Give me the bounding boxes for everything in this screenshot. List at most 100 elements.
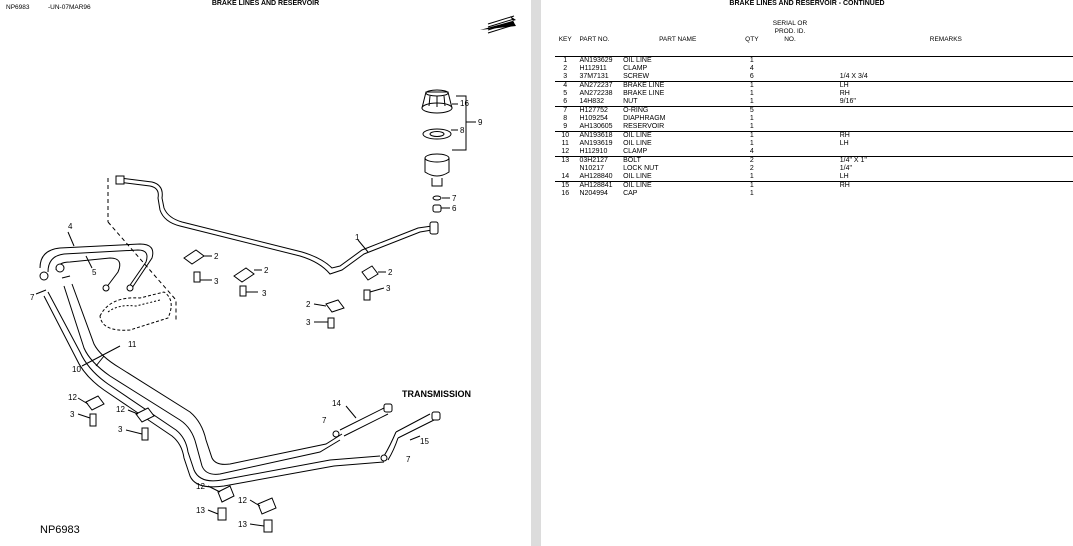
row-part-no: H112911 — [579, 65, 607, 72]
page-title-right: BRAKE LINES AND RESERVOIR - CONTINUED — [729, 0, 885, 7]
col-header-remarks: REMARKS — [929, 36, 962, 43]
col-header-qty: QTY — [745, 36, 759, 43]
row-part-name: OIL LINE — [621, 56, 734, 65]
reservoir-assembly — [421, 89, 453, 213]
callout: 8 — [460, 126, 465, 135]
row-key: 14 — [561, 173, 570, 180]
callout: 6 — [452, 204, 457, 213]
callout: 2 — [214, 252, 219, 261]
row-serial — [770, 56, 810, 65]
callout: 7 — [406, 455, 411, 464]
callout: 10 — [72, 365, 81, 374]
row-serial — [770, 90, 810, 98]
row-remarks — [810, 65, 1073, 73]
figure-number: NP6983 — [40, 524, 80, 536]
callout: 16 — [460, 99, 469, 108]
row-part-name: OIL LINE — [621, 181, 734, 190]
row-part-no: 37M7131 — [579, 73, 609, 80]
row-serial — [770, 173, 810, 182]
row-remarks — [810, 190, 1073, 198]
figure-date: -UN-07MAR96 — [48, 4, 91, 11]
row-part-no: H112910 — [579, 148, 608, 155]
row-key: 10 — [555, 131, 576, 140]
row-qty: 1 — [733, 131, 771, 140]
row-remarks — [810, 115, 1073, 123]
row-qty: 1 — [733, 56, 771, 65]
callout: 1 — [355, 233, 360, 242]
col-header-serial-2: PROD. ID. NO. — [774, 28, 806, 43]
row-part-no: AN272237 — [575, 81, 622, 90]
row-part-name: CAP — [623, 190, 638, 197]
row-qty: 1 — [749, 190, 754, 197]
row-serial — [770, 148, 810, 157]
row-key: 13 — [555, 156, 576, 165]
direction-arrow-icon — [480, 15, 516, 34]
row-qty: 5 — [733, 106, 771, 115]
callout: 2 — [306, 300, 311, 309]
callout: 13 — [196, 506, 205, 515]
row-qty: 1 — [749, 98, 754, 105]
row-part-name: OIL LINE — [623, 173, 652, 180]
row-key: 8 — [563, 115, 568, 122]
brake-lines-diagram — [35, 89, 476, 533]
row-remarks: 9/16" — [839, 98, 856, 105]
row-remarks — [809, 106, 1073, 115]
row-qty: 6 — [749, 73, 754, 80]
row-part-no: AH128841 — [575, 181, 622, 190]
callout: 14 — [332, 399, 341, 408]
row-part-name: SCREW — [623, 73, 650, 80]
page-title-left: BRAKE LINES AND RESERVOIR — [211, 0, 320, 7]
row-key: 15 — [555, 181, 576, 190]
row-key: 16 — [561, 190, 570, 197]
row-remarks: RH — [839, 90, 850, 97]
callout: 2 — [264, 266, 269, 275]
callout-labels: 16 8 9 7 6 1 2 3 4 5 7 11 10 12 3 12 3 1… — [30, 99, 483, 529]
callout: 12 — [116, 405, 125, 414]
col-header-key: KEY — [558, 36, 572, 43]
row-serial — [770, 115, 810, 123]
callout: 12 — [238, 496, 247, 505]
callout: 4 — [68, 222, 73, 231]
row-remarks: 1/4" X 1" — [809, 156, 1073, 165]
row-remarks: LH — [839, 173, 849, 180]
row-key: 9 — [563, 123, 568, 130]
callout: 12 — [196, 482, 205, 491]
row-serial — [770, 73, 810, 82]
callout: 9 — [478, 118, 483, 127]
row-key — [555, 165, 575, 173]
row-serial — [770, 140, 810, 148]
row-key: 6 — [563, 98, 568, 105]
col-header-serial-1: SERIAL OR — [772, 20, 808, 27]
row-part-name: O-RING — [621, 106, 734, 115]
callout: 3 — [70, 410, 75, 419]
row-serial — [770, 81, 810, 90]
row-qty: 2 — [749, 165, 754, 172]
callout: 15 — [420, 437, 429, 446]
row-key: 11 — [561, 140, 569, 147]
row-key: 1 — [555, 56, 576, 65]
callout: 3 — [214, 277, 219, 286]
row-part-name: CLAMP — [623, 148, 648, 155]
row-serial — [770, 131, 810, 140]
callout: 7 — [30, 293, 35, 302]
row-remarks: LH — [839, 140, 849, 147]
row-key: 7 — [555, 106, 576, 115]
row-key: 5 — [563, 90, 568, 97]
row-serial — [770, 106, 810, 115]
row-qty: 1 — [749, 115, 754, 122]
col-header-part-no: PART NO. — [579, 36, 610, 43]
callout: 3 — [306, 318, 311, 327]
row-serial — [770, 165, 810, 173]
row-part-name: BOLT — [621, 156, 734, 165]
row-part-name: DIAPHRAGM — [623, 115, 666, 122]
